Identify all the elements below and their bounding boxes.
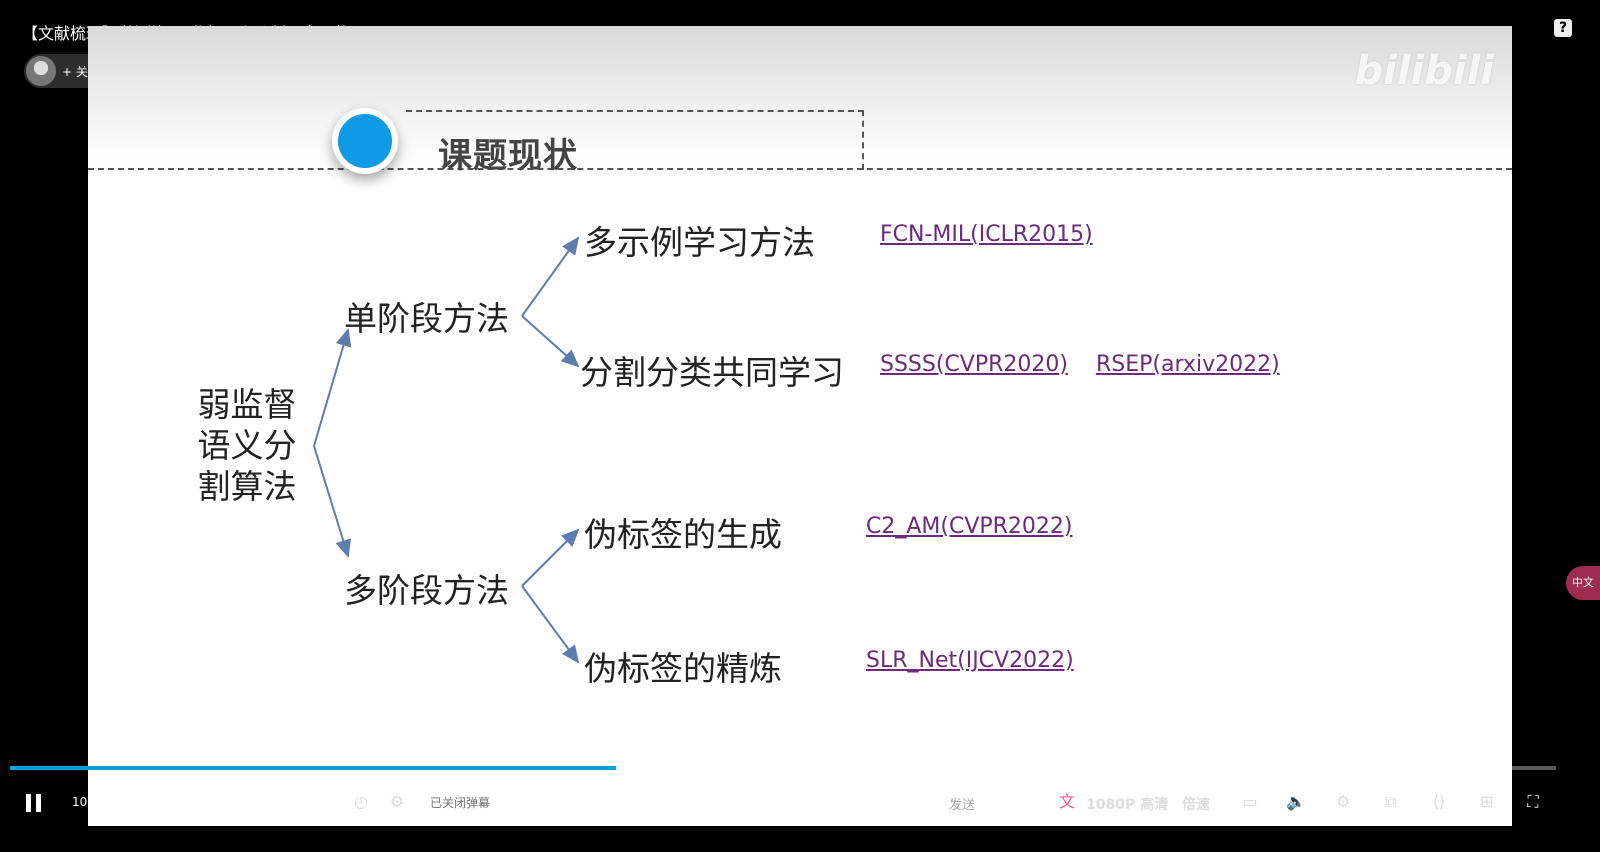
header-dashed-line — [88, 168, 1512, 170]
branch-single-stage: 单阶段方法 — [344, 299, 509, 338]
speed-button[interactable]: 倍速 — [1182, 797, 1210, 813]
ref-ssss: SSSS(CVPR2020) — [880, 352, 1068, 377]
arrow-root-to-single — [313, 328, 352, 447]
ref-rsep: RSEP(arxiv2022) — [1096, 352, 1280, 377]
method-joint-learning: 分割分类共同学习 — [580, 353, 844, 392]
progress-bar[interactable] — [10, 766, 1556, 770]
slide-heading: 课题现状 — [438, 136, 578, 176]
volume-icon[interactable]: 🔈 — [1286, 792, 1306, 811]
method-pseudo-label-refinement: 伪标签的精炼 — [584, 649, 782, 688]
root-line: 割算法 — [197, 467, 297, 506]
fullscreen-icon[interactable]: ⛶ — [1527, 792, 1539, 811]
settings-gear-icon[interactable]: ⚙ — [1335, 792, 1351, 811]
root-node: 弱监督 语义分 割算法 — [192, 384, 302, 507]
help-icon[interactable]: ? — [1554, 19, 1572, 37]
author-avatar[interactable] — [26, 56, 56, 86]
slide-header-band — [88, 26, 1512, 170]
video-frame[interactable]: 课题现状 bilibili 弱监督 语义分 割算法 单阶段方法 多阶段方法 多示… — [88, 26, 1512, 826]
bilibili-watermark: bilibili — [1354, 48, 1494, 94]
danmaku-input-box[interactable]: 发送 — [424, 788, 990, 818]
side-translate-bubble[interactable]: 中文 — [1566, 566, 1600, 600]
root-line: 弱监督 — [197, 385, 297, 424]
heading-bullet-dot — [338, 114, 392, 168]
danmaku-input[interactable] — [424, 795, 934, 811]
arrow-single-to-mil — [521, 236, 580, 317]
progress-fill — [10, 766, 617, 770]
subtitle-off-icon[interactable]: ▭ — [1242, 792, 1258, 811]
heading-bullet-icon — [332, 108, 398, 174]
ref-c2-am: C2_AM(CVPR2022) — [866, 514, 1073, 539]
ref-fcn-mil: FCN-MIL(ICLR2015) — [880, 222, 1093, 247]
method-pseudo-label-generation: 伪标签的生成 — [584, 515, 782, 554]
danmaku-settings-icon[interactable]: ⚙ — [389, 792, 405, 811]
arrow-multi-to-gen — [521, 528, 580, 587]
subtitle-translate-icon[interactable]: 文 — [1058, 792, 1075, 811]
tree-connectors — [313, 236, 580, 664]
pause-button[interactable] — [26, 794, 42, 812]
duration: 25:49 — [118, 795, 153, 809]
danmaku-toggle-icon[interactable]: ◴ — [354, 792, 368, 811]
header-dashed-box — [406, 110, 864, 170]
send-button[interactable]: 发送 — [934, 788, 990, 818]
branch-multi-stage: 多阶段方法 — [344, 571, 509, 610]
time-display: 10:32 / 25:49 — [72, 795, 153, 809]
root-line: 语义分 — [197, 426, 297, 465]
current-time: 10:32 — [72, 795, 107, 809]
web-fullscreen-icon[interactable]: ⊞ — [1480, 792, 1494, 811]
arrow-multi-to-refine — [521, 585, 580, 664]
arrow-root-to-multi — [313, 445, 351, 558]
time-separator: / — [106, 795, 119, 809]
quality-button[interactable]: 1080P 高清 — [1086, 797, 1169, 813]
method-mil: 多示例学习方法 — [584, 223, 815, 262]
arrow-single-to-joint — [521, 315, 580, 368]
ref-slr-net: SLR_Net(IJCV2022) — [866, 648, 1074, 673]
picture-in-picture-icon[interactable]: ⧉ — [1385, 792, 1397, 811]
widescreen-icon[interactable]: ⟨⟩ — [1432, 792, 1446, 811]
